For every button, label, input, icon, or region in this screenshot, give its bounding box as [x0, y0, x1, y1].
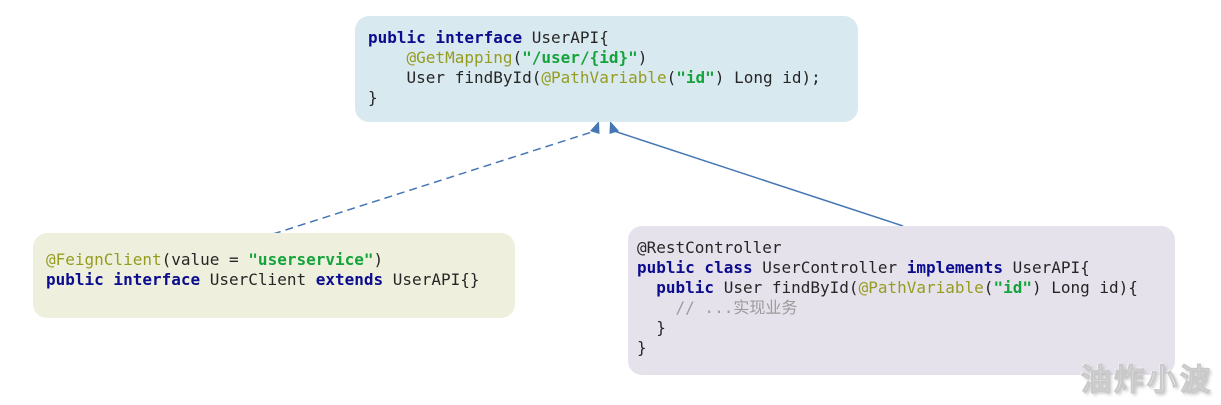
code-line: public class UserController implements U… — [637, 258, 1090, 277]
watermark: 油炸小波 — [1081, 363, 1213, 399]
code-line: @FeignClient(value = "userservice") — [46, 250, 384, 269]
code-line: // ...实现业务 — [637, 298, 798, 317]
code-line: User findById(@PathVariable("id") Long i… — [368, 68, 821, 87]
code-line: } — [637, 318, 666, 337]
extends-arrow-line — [272, 130, 596, 235]
code-line: public User findById(@PathVariable("id")… — [656, 278, 1138, 297]
code-box-user-client: @FeignClient(value = "userservice")publi… — [33, 233, 515, 318]
implements-arrowhead-icon — [609, 121, 619, 134]
code-line: } — [637, 338, 647, 357]
code-box-user-api: public interface UserAPI{ @GetMapping("/… — [355, 16, 858, 122]
code-line: public interface UserAPI{ — [368, 28, 609, 47]
extends-arrowhead-icon — [590, 121, 600, 134]
implements-arrow-line — [613, 130, 904, 227]
code-line: } — [368, 88, 378, 107]
code-line: @RestController — [637, 238, 782, 257]
code-line: public interface UserClient extends User… — [46, 270, 480, 289]
code-line: @GetMapping("/user/{id}") — [406, 48, 648, 67]
